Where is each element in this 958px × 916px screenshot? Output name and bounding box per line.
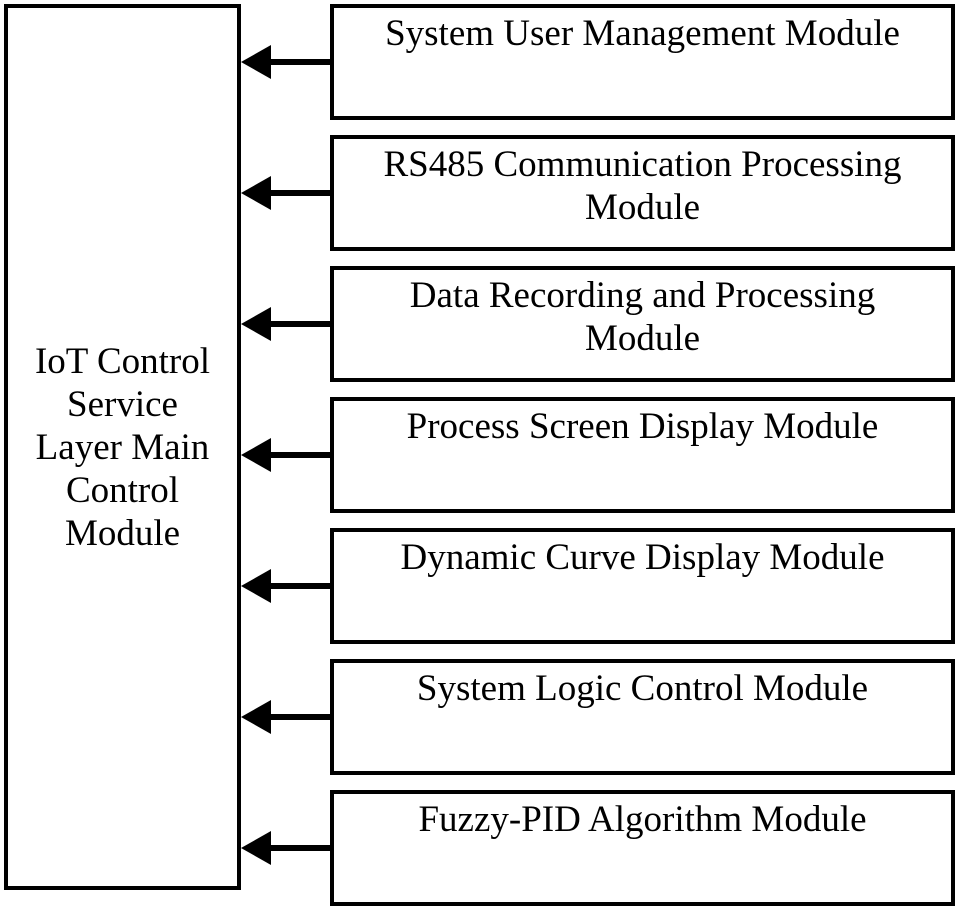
module-row: Data Recording and Processing Module <box>241 266 955 382</box>
module-row: RS485 Communication Processing Module <box>241 135 955 251</box>
module-label: Dynamic Curve Display Module <box>400 537 885 578</box>
left-arrow-icon <box>241 700 330 734</box>
module-row: System Logic Control Module <box>241 659 955 775</box>
module-box-dynamic-curve-display: Dynamic Curve Display Module <box>330 528 955 644</box>
module-box-system-user-management: System User Management Module <box>330 4 955 120</box>
module-label: System Logic Control Module <box>416 668 869 709</box>
module-box-data-recording: Data Recording and Processing Module <box>330 266 955 382</box>
left-arrow-icon <box>241 307 330 341</box>
module-box-fuzzy-pid-algorithm: Fuzzy-PID Algorithm Module <box>330 790 955 906</box>
module-column: System User Management Module RS485 Comm… <box>241 4 955 906</box>
left-arrow-icon <box>241 438 330 472</box>
module-label: Process Screen Display Module <box>406 406 879 447</box>
module-row: Fuzzy-PID Algorithm Module <box>241 790 955 906</box>
module-row: System User Management Module <box>241 4 955 120</box>
module-label: Data Recording and Processing Module <box>409 275 876 359</box>
module-label: System User Management Module <box>385 13 900 54</box>
module-row: Dynamic Curve Display Module <box>241 528 955 644</box>
module-box-rs485-communication: RS485 Communication Processing Module <box>330 135 955 251</box>
left-arrow-icon <box>241 176 330 210</box>
module-label: Fuzzy-PID Algorithm Module <box>418 799 867 840</box>
left-arrow-icon <box>241 831 330 865</box>
main-control-module-box: IoT Control Service Layer Main Control M… <box>4 4 241 890</box>
module-box-system-logic-control: System Logic Control Module <box>330 659 955 775</box>
main-control-module-label: IoT Control Service Layer Main Control M… <box>34 340 211 554</box>
module-row: Process Screen Display Module <box>241 397 955 513</box>
left-arrow-icon <box>241 45 330 79</box>
module-box-process-screen-display: Process Screen Display Module <box>330 397 955 513</box>
left-arrow-icon <box>241 569 330 603</box>
module-label: RS485 Communication Processing Module <box>383 144 902 228</box>
